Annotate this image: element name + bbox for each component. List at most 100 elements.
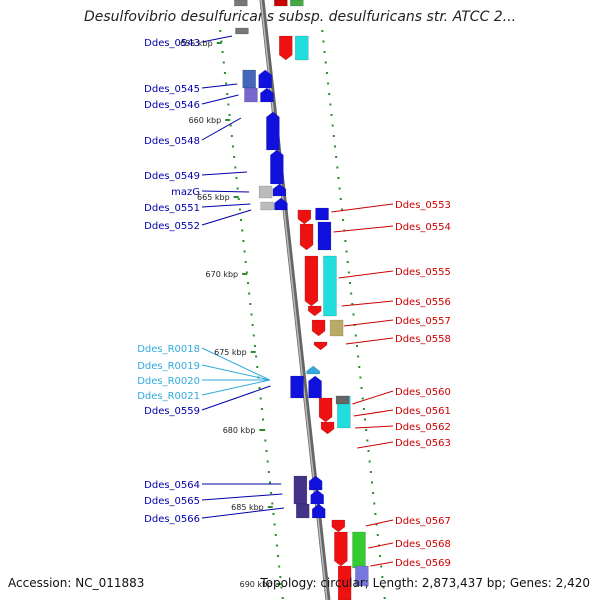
- kbp-label: 660 kbp: [189, 116, 222, 125]
- tick-dot: [324, 61, 327, 64]
- tick-dot: [359, 376, 362, 379]
- gene-feature: [331, 519, 346, 533]
- tick-dot: [255, 355, 258, 358]
- gene-label-right: Ddes_0563: [395, 438, 451, 449]
- tick-dot: [350, 292, 353, 295]
- tick-dot: [338, 187, 341, 190]
- tick-dots: [219, 30, 386, 599]
- tick-dot: [346, 261, 349, 263]
- tick-dot: [366, 439, 369, 442]
- gene-feature: [308, 375, 322, 399]
- tick-dot: [232, 145, 235, 148]
- gene-feature: [295, 503, 310, 519]
- gene-label-left: Ddes_0559: [144, 406, 200, 417]
- tick-dot: [368, 460, 371, 463]
- gene-feature: [274, 197, 288, 211]
- tick-dot: [367, 450, 370, 452]
- tick-dot: [340, 208, 343, 211]
- tick-dot: [258, 387, 261, 389]
- tick-dot: [238, 208, 241, 211]
- gene-feature: [306, 365, 320, 375]
- tick-dot: [248, 292, 251, 295]
- gene-feature: [270, 149, 284, 185]
- kbp-label: 655 kbp: [180, 39, 213, 48]
- gene-feature: [279, 35, 293, 61]
- gene-label-right: Ddes_0558: [395, 334, 451, 345]
- leader-line: [201, 117, 242, 141]
- tick-dot: [379, 555, 382, 557]
- tick-dot: [272, 513, 275, 515]
- kbp-label: 675 kbp: [214, 348, 247, 357]
- gene-label-left: Ddes_0545: [144, 84, 200, 95]
- tick-dot: [226, 93, 229, 95]
- tick-dot: [335, 156, 338, 158]
- tick-dot: [280, 586, 283, 589]
- gene-label-left: Ddes_0552: [144, 221, 200, 232]
- tick-dot: [279, 576, 282, 578]
- gene-feature: [337, 565, 352, 600]
- leader-line: [201, 209, 252, 226]
- gene-label-right: Ddes_0557: [395, 316, 451, 327]
- gene-feature: [293, 475, 308, 505]
- leader-line: [353, 409, 394, 417]
- gene-label-right: Ddes_0567: [395, 516, 451, 527]
- gene-label-right: Ddes_0560: [395, 387, 451, 398]
- gene-feature: [258, 69, 272, 89]
- tick-dot: [354, 334, 357, 337]
- leader-line: [201, 94, 239, 105]
- tick-dot: [230, 135, 233, 137]
- tick-dot: [328, 93, 331, 95]
- tick-dot: [264, 439, 267, 442]
- gene-features: [234, 0, 369, 600]
- genome-summary-text: Topology: circular; Length: 2,873,437 bp…: [260, 576, 590, 590]
- tick-dot: [273, 523, 276, 526]
- tick-dot: [357, 355, 360, 358]
- tick-dot: [349, 282, 352, 284]
- leader-line: [201, 35, 233, 43]
- gene-label-left: Ddes_R0018: [137, 344, 200, 355]
- leader-line: [201, 83, 238, 89]
- tick-dot: [327, 82, 330, 85]
- tick-dot: [252, 334, 255, 337]
- tick-dot: [329, 103, 332, 106]
- tick-dot: [330, 114, 333, 116]
- tick-dot: [381, 576, 384, 578]
- tick-dot: [322, 40, 325, 43]
- tick-dot: [347, 271, 350, 274]
- tick-dot: [275, 544, 278, 547]
- gene-label-left: Ddes_0566: [144, 514, 200, 525]
- gene-label-right: Ddes_0553: [395, 200, 451, 211]
- leader-line: [370, 561, 394, 567]
- gene-feature: [307, 305, 322, 317]
- tick-dot: [227, 103, 230, 106]
- leader-line: [365, 519, 394, 527]
- gene-feature: [242, 69, 256, 89]
- gene-feature: [317, 221, 332, 251]
- tick-dot: [277, 555, 280, 557]
- tick-dot: [240, 219, 243, 221]
- gene-feature: [352, 531, 366, 569]
- gene-feature: [311, 503, 326, 519]
- kbp-tick: [225, 119, 231, 121]
- gene-label-left: mazG: [171, 187, 200, 198]
- gene-feature: [310, 489, 324, 505]
- kbp-tick: [267, 506, 273, 508]
- kbp-label: 665 kbp: [197, 193, 230, 202]
- gene-feature: [335, 395, 350, 405]
- tick-dot: [383, 597, 386, 599]
- kbp-tick: [276, 583, 282, 585]
- gene-feature: [311, 319, 326, 337]
- tick-dot: [369, 471, 372, 473]
- leader-line: [368, 542, 394, 549]
- gene-label-left: Ddes_0549: [144, 171, 200, 182]
- tick-dot: [370, 481, 373, 484]
- leader-line: [338, 270, 394, 279]
- gene-feature: [266, 111, 280, 151]
- gene-feature: [308, 475, 323, 491]
- tick-dot: [234, 166, 237, 169]
- leader-line: [201, 379, 270, 396]
- tick-dot: [352, 313, 355, 316]
- tick-dot: [241, 229, 244, 232]
- tick-dot: [278, 565, 281, 568]
